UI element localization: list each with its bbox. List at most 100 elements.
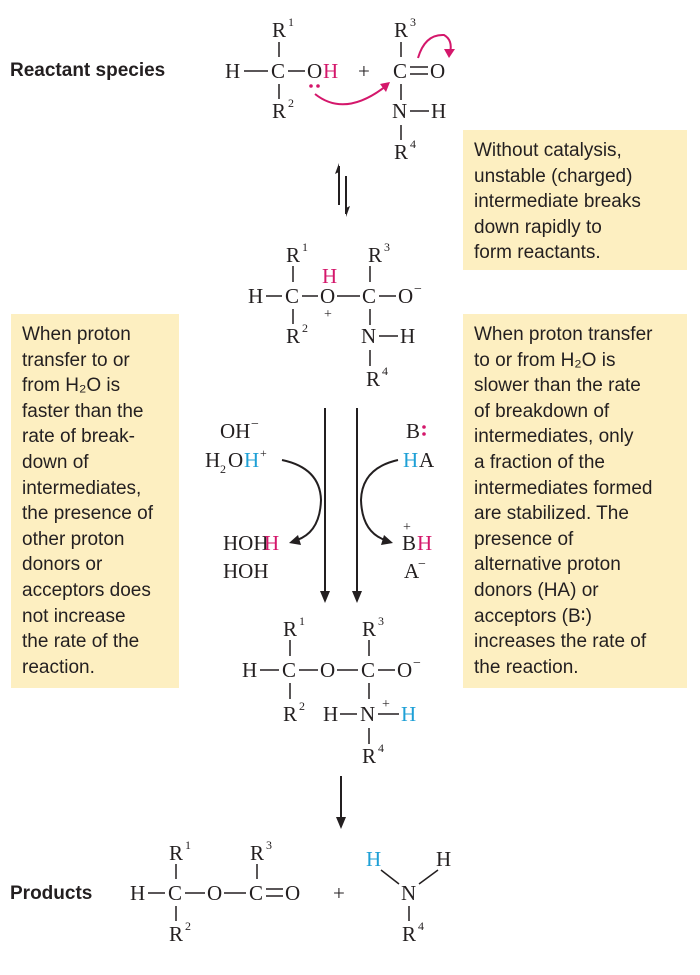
o-atom: O	[228, 448, 243, 472]
n-atom: N	[361, 324, 376, 348]
r2-index: 2	[185, 919, 191, 933]
r4-index: 4	[382, 364, 388, 378]
h-atom: H	[130, 881, 145, 905]
lone-pair-dot	[309, 84, 313, 88]
r4-atom: R	[394, 140, 408, 164]
b-atom: B	[402, 531, 416, 555]
o-atom: O	[430, 59, 445, 83]
r3-atom: R	[394, 18, 408, 42]
lone-pair-dot	[316, 84, 320, 88]
h-atom: H	[248, 284, 263, 308]
r2-index: 2	[299, 699, 305, 713]
lone-pair-dot	[422, 425, 426, 429]
bond	[380, 869, 400, 885]
arrowhead	[289, 535, 301, 545]
o-atom: O	[320, 658, 335, 682]
arrowhead	[346, 206, 350, 217]
r3-index: 3	[410, 15, 416, 29]
transferred-h-atom: H	[366, 847, 381, 871]
r1-index: 1	[288, 15, 294, 29]
ammonium-charge: +	[382, 697, 390, 712]
hydroxyl-h-atom: H	[323, 59, 338, 83]
r2-index: 2	[302, 321, 308, 335]
o-atom: O	[397, 658, 412, 682]
acid-h-atom: H	[403, 448, 418, 472]
uncatalyzed-note-text: Without catalysis, unstable (charged) in…	[474, 140, 641, 264]
products-label: Products	[10, 883, 93, 904]
r1-atom: R	[283, 617, 297, 641]
c-atom: C	[285, 284, 299, 308]
charged-intermediate: R 1 H C O H + C O − R 2 R 3 N H R 4	[248, 240, 422, 391]
r3-atom: R	[250, 841, 264, 865]
h-atom: H	[323, 702, 338, 726]
arrowhead	[444, 49, 455, 58]
h-atom: H	[431, 99, 446, 123]
uncatalyzed-note: Without catalysis, unstable (charged) in…	[463, 130, 687, 270]
hydroxide-charge: −	[251, 417, 259, 432]
product-amine: H H N R 4	[366, 847, 451, 946]
r3-atom: R	[362, 617, 376, 641]
a-atom: A	[404, 559, 420, 583]
r4-atom: R	[402, 922, 416, 946]
r2-index: 2	[288, 96, 294, 110]
stabilized-intermediate: R 1 H C O C O − R 2 R 3 H N + H R 4	[242, 614, 421, 768]
c-atom: C	[168, 881, 182, 905]
c-atom: C	[361, 658, 375, 682]
specific-acid-base-note-text: When proton transfer to or from H₂O is f…	[22, 324, 153, 678]
r3-index: 3	[266, 838, 272, 852]
hydroxide-label: OH	[220, 419, 250, 443]
h-atom: H	[242, 658, 257, 682]
reactant-amide: R 3 C O N H R 4	[392, 15, 446, 164]
c-atom: C	[393, 59, 407, 83]
h-atom: H	[205, 448, 220, 472]
n-atom: N	[360, 702, 375, 726]
general-acid-base-note-text: When proton transfer to or from H₂O is s…	[474, 324, 653, 678]
h-atom: H	[225, 59, 240, 83]
r1-index: 1	[299, 614, 305, 628]
specific-catalysis-species: OH − H 2 O H + HOH H HOH	[205, 417, 279, 583]
r3-atom: R	[368, 243, 382, 267]
r1-atom: R	[169, 841, 183, 865]
general-catalysis-species: B H A + B H A −	[402, 419, 435, 583]
c-atom: C	[282, 658, 296, 682]
transferable-h-atom: H	[322, 264, 337, 288]
r2-atom: R	[283, 702, 297, 726]
c-atom: C	[362, 284, 376, 308]
hoh-label: HOH	[223, 531, 269, 555]
n-atom: N	[401, 881, 416, 905]
o-atom: O	[307, 59, 322, 83]
arrowhead	[381, 535, 393, 545]
r4-index: 4	[418, 919, 424, 933]
reactant-species-label: Reactant species	[10, 60, 166, 81]
h-atom: H	[436, 847, 451, 871]
water-proton-curve	[281, 459, 323, 541]
alkoxide-charge: −	[414, 282, 422, 297]
hoh-label: HOH	[223, 559, 269, 583]
transferred-h-atom: H	[264, 531, 279, 555]
base-atom: B	[406, 419, 420, 443]
hydronium-charge: +	[260, 446, 267, 460]
r4-index: 4	[378, 741, 384, 755]
arrowhead	[336, 817, 346, 829]
equilibrium-arrows	[335, 163, 350, 217]
alkoxide-charge: −	[413, 656, 421, 671]
r1-atom: R	[272, 18, 286, 42]
r3-index: 3	[384, 240, 390, 254]
added-h-atom: H	[401, 702, 416, 726]
hydronium-h-atom: H	[244, 448, 259, 472]
arrowhead	[320, 591, 330, 603]
r4-atom: R	[362, 744, 376, 768]
plus-sign: +	[333, 881, 345, 905]
o-atom: O	[398, 284, 413, 308]
general-acid-base-note: When proton transfer to or from H₂O is s…	[463, 314, 687, 688]
bond	[418, 869, 439, 885]
c-atom: C	[271, 59, 285, 83]
a-atom: A	[419, 448, 435, 472]
arrowhead	[352, 591, 362, 603]
h-atom: H	[400, 324, 415, 348]
lone-pair-dot	[422, 432, 426, 436]
r4-index: 4	[410, 137, 416, 151]
o-atom: O	[207, 881, 222, 905]
r2-atom: R	[169, 922, 183, 946]
